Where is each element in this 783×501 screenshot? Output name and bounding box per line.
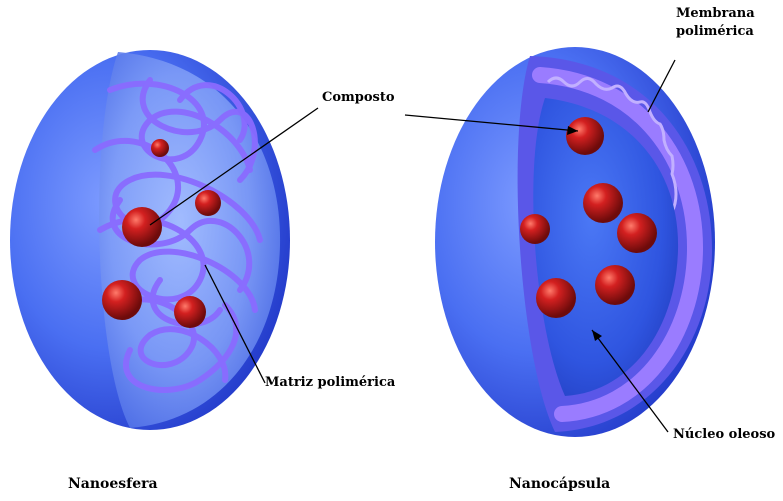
compound-particle	[151, 139, 169, 157]
compound-particle	[174, 296, 206, 328]
compound-particle	[102, 280, 142, 320]
label-membrana-line1: Membrana	[676, 6, 755, 22]
nanoesfera-particle	[10, 50, 290, 430]
compound-particle	[520, 214, 550, 244]
compound-particle	[122, 207, 162, 247]
compound-particle	[583, 183, 623, 223]
compound-particle	[617, 213, 657, 253]
nanocapsula-particle	[435, 47, 715, 437]
label-membrana-line2: polimérica	[676, 24, 754, 40]
compound-particle	[595, 265, 635, 305]
label-matriz: Matriz polimérica	[265, 375, 395, 391]
label-composto: Composto	[322, 90, 395, 106]
label-nucleo: Núcleo oleoso	[673, 427, 775, 443]
compound-particle	[536, 278, 576, 318]
compound-particle	[566, 117, 604, 155]
compound-particle	[195, 190, 221, 216]
label-nanoesfera: Nanoesfera	[68, 476, 158, 492]
label-nanocapsula: Nanocápsula	[509, 476, 610, 492]
